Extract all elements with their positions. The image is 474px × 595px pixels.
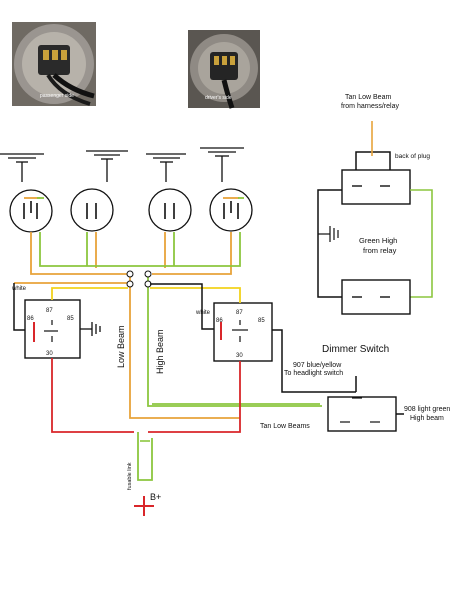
right-relay-pin-85: 85 (258, 318, 265, 324)
left-relay-white-wire (13, 283, 25, 331)
from-harness-relay-label: from harness/relay (341, 103, 399, 110)
headlight-2 (70, 188, 114, 232)
back-of-plug-label: back of plug (395, 153, 430, 160)
left-relay-pin-85: 85 (67, 316, 74, 322)
green-high-label: Green High (359, 236, 397, 245)
left-relay: 86 85 87 30 (24, 299, 81, 359)
passenger-side-plug-photo: passenger side (12, 22, 96, 106)
left-relay-pin-87: 87 (46, 308, 53, 314)
right-relay-pin-30: 30 (236, 353, 243, 359)
right-relay-87-wire (150, 287, 241, 303)
blue-yellow-907-label: 907 blue/yellow (293, 362, 342, 369)
tan-low-beam-top-label: Tan Low Beam (345, 94, 391, 101)
tan-low-beams-label: Tan Low Beams (260, 423, 310, 430)
right-relay-85-wire (272, 329, 356, 393)
headlight-3 (148, 188, 192, 232)
ground-symbols (0, 147, 244, 182)
headlight-4 (209, 188, 253, 232)
right-relay: 86 85 87 30 (213, 302, 273, 362)
green-high-beam-wires (39, 232, 322, 407)
high-beam-label: High Beam (155, 329, 165, 374)
fusable-link-label: fusable link (127, 462, 133, 490)
red-power-wires (51, 358, 241, 433)
right-relay-white-wire (150, 283, 214, 330)
dimmer-switch (327, 396, 397, 432)
passenger-side-label: passenger side (40, 93, 74, 99)
light-green-908-label: 908 light green (404, 406, 450, 413)
drivers-side-plug-photo: driver's side (188, 30, 260, 109)
b-plus-label: B+ (150, 492, 161, 502)
white-wire-right-label: white (195, 310, 211, 316)
left-relay-ground (80, 322, 101, 336)
back-of-plug-diagram (317, 151, 433, 315)
battery-plus-icon (134, 496, 154, 516)
left-relay-pin-30: 30 (46, 351, 53, 357)
to-headlight-switch-label: To headlight switch (284, 370, 343, 377)
headlight-1 (9, 189, 53, 233)
right-relay-pin-86: 86 (216, 318, 223, 324)
tan-low-beam-wires (14, 232, 240, 419)
dimmer-switch-title: Dimmer Switch (322, 344, 389, 355)
low-beam-label: Low Beam (116, 325, 126, 368)
high-beam-right-label: High beam (410, 415, 444, 422)
junction-dots (126, 270, 152, 288)
white-wire-left-label: white (11, 286, 27, 292)
left-relay-87-wire (51, 287, 128, 300)
drivers-side-label: driver's side (205, 95, 232, 101)
fusable-link (137, 432, 153, 481)
from-relay-label: from relay (363, 246, 397, 255)
left-relay-pin-86: 86 (27, 316, 34, 322)
right-relay-pin-87: 87 (236, 310, 243, 316)
